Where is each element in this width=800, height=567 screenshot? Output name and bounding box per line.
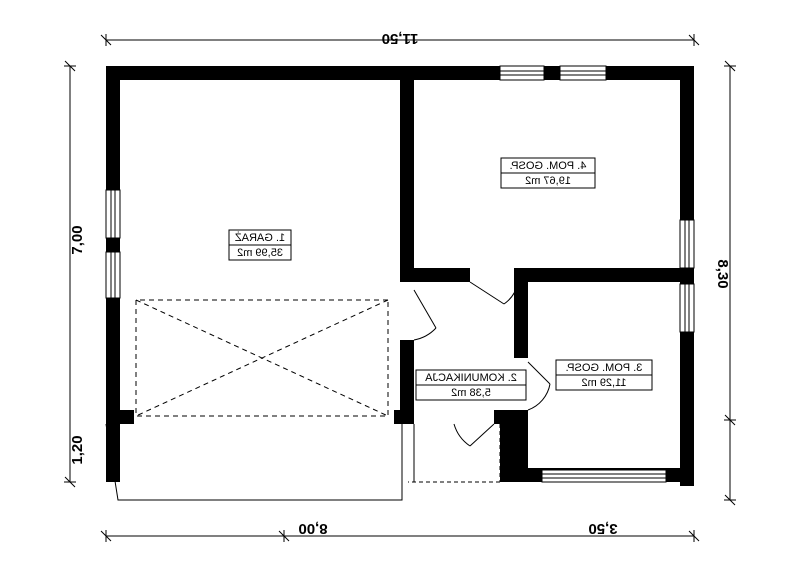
garage-area: 35,99 m2 (237, 247, 283, 259)
dim-left-lower: 1,20 (69, 435, 86, 464)
entrance-porch (408, 424, 501, 483)
dimension-right (724, 60, 736, 506)
dim-left-main: 7,00 (69, 225, 86, 254)
lower-room-area: 11,29 m2 (581, 377, 626, 389)
doors (413, 281, 551, 447)
room-label-hallway: 2. KOMUNIKACJA 5,38 m2 (415, 369, 527, 401)
dim-right-total: 8,30 (714, 259, 731, 288)
dim-top-total: 11,50 (382, 30, 419, 47)
room-label-upper-room: 4. POM. GOSP. 19,67 m2 (500, 157, 596, 189)
dimension-labels: 11,50 8,00 3,50 7,00 1,20 8,30 (69, 30, 731, 537)
mirrored-drawing (64, 34, 736, 542)
dimension-left (64, 60, 76, 488)
room-label-lower-room: 3. POM. GOSP. 11,29 m2 (555, 359, 653, 391)
dimension-top (100, 34, 700, 46)
dim-bottom-left: 8,00 (298, 520, 327, 537)
dim-bottom-right: 3,50 (588, 520, 617, 537)
lower-room-name: 3. POM. GOSP. (566, 362, 643, 374)
dimension-bottom (100, 530, 700, 542)
hallway-area: 5,38 m2 (451, 387, 491, 399)
walls (106, 66, 694, 486)
garage-door-outline (135, 299, 389, 417)
room-label-garage: 1. GARAŻ 35,99 m2 (228, 229, 292, 261)
hallway-name: 2. KOMUNIKACJA (424, 372, 516, 384)
upper-room-area: 19,67 m2 (525, 175, 571, 187)
windows (105, 65, 695, 483)
garage-name: 1. GARAŻ (235, 231, 285, 244)
driveway-apron (105, 423, 403, 501)
upper-room-name: 4. POM. GOSP. (510, 160, 587, 172)
